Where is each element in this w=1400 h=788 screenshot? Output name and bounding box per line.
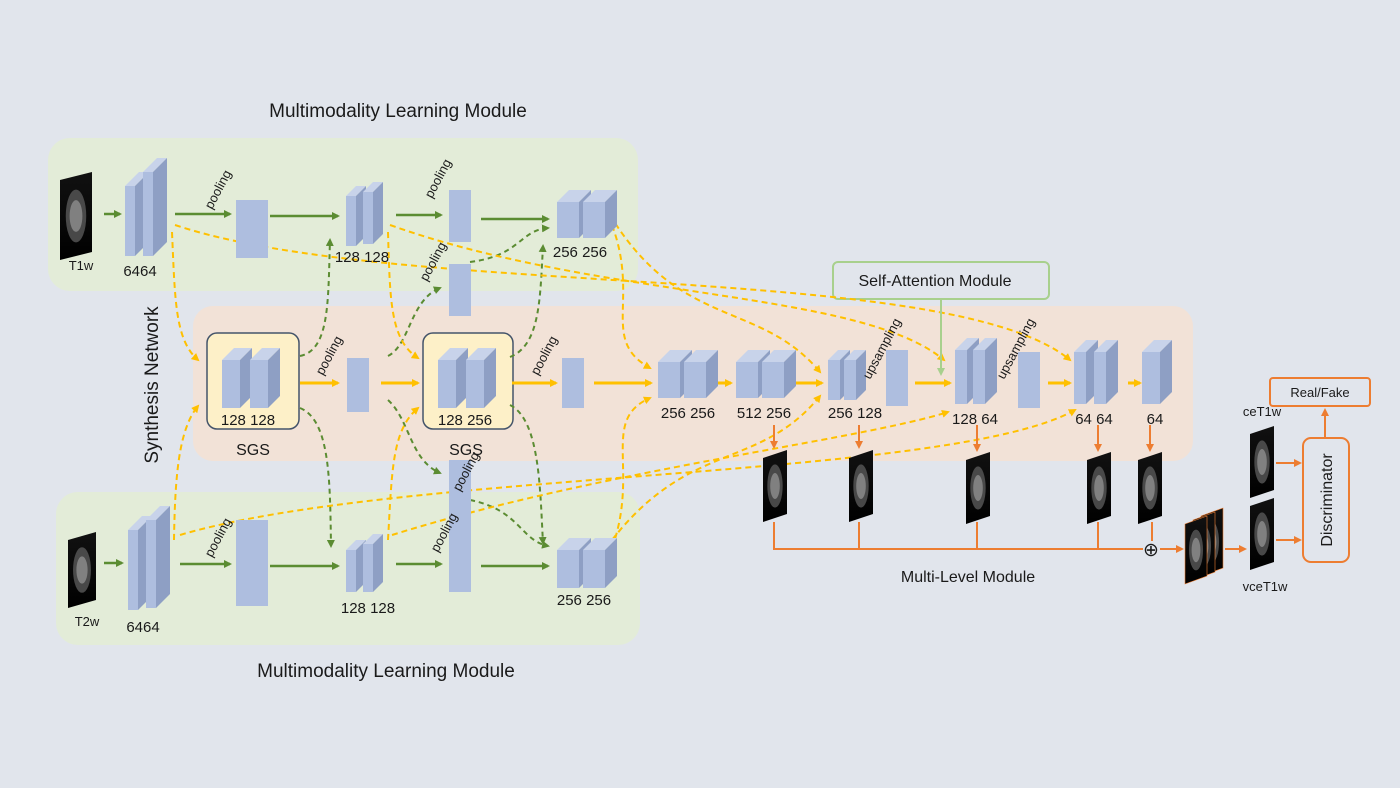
t2-c2-label: 128 128 <box>341 600 395 617</box>
mid1-label: 256 256 <box>661 405 715 422</box>
feature-block <box>466 348 496 408</box>
mid2-label: 512 256 <box>737 405 791 422</box>
feature-block <box>363 534 383 592</box>
feature-block <box>438 348 468 408</box>
mri-scan-image <box>763 450 787 522</box>
mid3-label: 256 128 <box>828 405 882 422</box>
dec2-label: 64 64 <box>1075 411 1113 428</box>
top-module-title: Multimodality Learning Module <box>269 101 527 122</box>
t2w-label: T2w <box>75 614 100 629</box>
feature-blocks <box>125 158 1172 610</box>
discriminator-label: Discriminator <box>1319 453 1336 547</box>
feature-block <box>562 358 584 408</box>
sgs2-label: SGS <box>449 442 483 459</box>
feature-block <box>1094 340 1118 404</box>
real-fake-label: Real/Fake <box>1290 385 1349 400</box>
feature-block <box>684 350 718 398</box>
feature-block <box>449 190 471 242</box>
mri-scan-image <box>1184 507 1224 585</box>
mri-scan-image <box>1250 498 1274 570</box>
multi-level-label: Multi-Level Module <box>901 569 1035 586</box>
t1-c3-label: 256 256 <box>553 244 607 261</box>
feature-block <box>347 358 369 412</box>
feature-block <box>449 520 471 592</box>
mri-scans <box>60 172 1274 608</box>
feature-block <box>762 350 796 398</box>
t1-c2-label: 128 128 <box>335 249 389 266</box>
mri-scan-image <box>849 450 873 522</box>
bottom-module-title: Multimodality Learning Module <box>257 661 515 682</box>
feature-block <box>250 348 280 408</box>
feature-block <box>973 338 997 404</box>
real-fake-box <box>1269 377 1371 407</box>
feature-block <box>1074 340 1098 404</box>
mri-scan-image <box>1087 452 1111 524</box>
top-module-panel <box>48 138 638 291</box>
self-attention-label: Self-Attention Module <box>859 273 1012 290</box>
t2-c3-label: 256 256 <box>557 592 611 609</box>
mri-scan-image <box>68 532 96 608</box>
sgs1-channels: 128 128 <box>221 412 275 429</box>
feature-block <box>583 538 617 588</box>
vcet1w-label: vceT1w <box>1243 579 1288 594</box>
feature-block <box>143 158 167 256</box>
feature-block <box>236 200 268 258</box>
sgs1-label: SGS <box>236 442 270 459</box>
feature-block <box>449 264 471 316</box>
feature-block <box>886 350 908 406</box>
feature-block <box>146 506 170 608</box>
mri-scan-image <box>1250 426 1274 498</box>
t2-c1-label: 6464 <box>126 619 159 636</box>
feature-block <box>222 348 252 408</box>
dec3-label: 64 <box>1147 411 1164 428</box>
feature-block <box>363 182 383 244</box>
sgs2-channels: 128 256 <box>438 412 492 429</box>
feature-block <box>449 460 471 520</box>
feature-block <box>844 350 866 400</box>
feature-block <box>1018 352 1040 408</box>
plus-symbol: ⊕ <box>1143 540 1159 561</box>
t1-c1-label: 6464 <box>123 263 156 280</box>
mri-scan-image <box>1138 452 1162 524</box>
t1w-label: T1w <box>69 258 94 273</box>
synthesis-network-label: Synthesis Network <box>142 306 163 464</box>
feature-block <box>1142 340 1172 404</box>
feature-block <box>236 520 268 606</box>
cet1w-label: ceT1w <box>1243 404 1282 419</box>
dec1-label: 128 64 <box>952 411 998 428</box>
mri-scan-image <box>60 172 92 260</box>
mri-scan-image <box>966 452 990 524</box>
feature-block <box>583 190 617 238</box>
discriminator-box <box>1302 437 1350 563</box>
